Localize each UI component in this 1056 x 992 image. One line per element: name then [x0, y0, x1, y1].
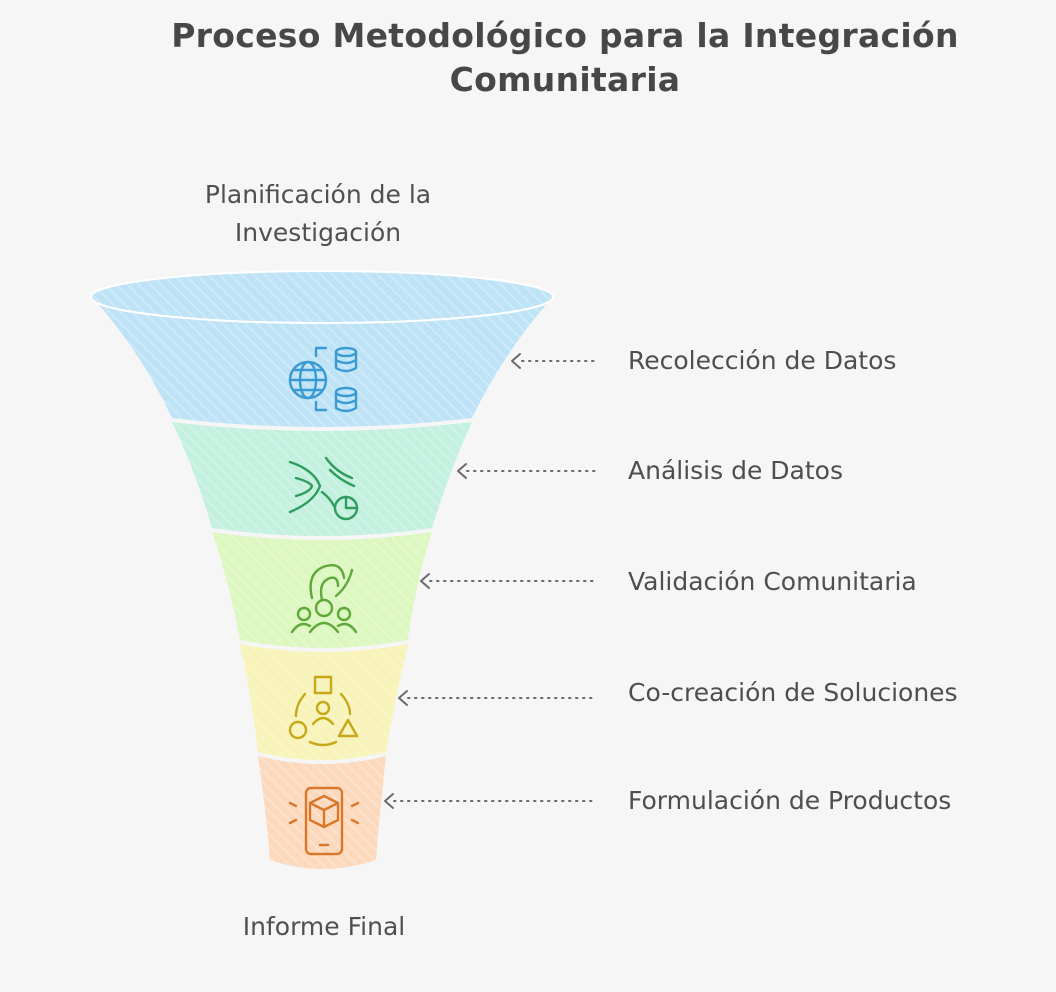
- title-line-2: Comunitaria: [449, 60, 681, 99]
- top-label-line-2: Investigación: [234, 218, 402, 247]
- stage-label-formulacion: Formulación de Productos: [628, 786, 952, 815]
- globe-database-icon: [288, 346, 358, 413]
- funnel-stage-5: [258, 756, 386, 869]
- stage-label-validacion: Validación Comunitaria: [628, 567, 917, 596]
- funnel-input-label: Planificación de la Investigación: [100, 176, 536, 252]
- arrow-stage-5: [384, 793, 597, 809]
- title-line-1: Proceso Metodológico para la Integración: [171, 16, 959, 55]
- stage-label-analisis: Análisis de Datos: [628, 456, 843, 485]
- stage-label-cocreacion: Co-creación de Soluciones: [628, 678, 958, 707]
- funnel-stage-2: [172, 422, 472, 536]
- top-label-line-1: Planificación de la: [204, 180, 432, 209]
- community-validation-icon: [290, 564, 358, 634]
- diagram-title: Proceso Metodológico para la Integración…: [0, 14, 1056, 102]
- funnel-output-label: Informe Final: [242, 912, 406, 941]
- arrow-stage-2: [457, 463, 597, 479]
- arrow-stage-1: [511, 353, 597, 369]
- stage-label-recoleccion: Recolección de Datos: [628, 346, 897, 375]
- funnel-stage-1: [90, 270, 554, 427]
- co-creation-shapes-icon: [288, 675, 359, 747]
- data-flow-chart-icon: [288, 456, 359, 521]
- mobile-product-icon: [288, 786, 360, 856]
- arrow-stage-3: [420, 573, 597, 589]
- arrow-stage-4: [398, 690, 597, 706]
